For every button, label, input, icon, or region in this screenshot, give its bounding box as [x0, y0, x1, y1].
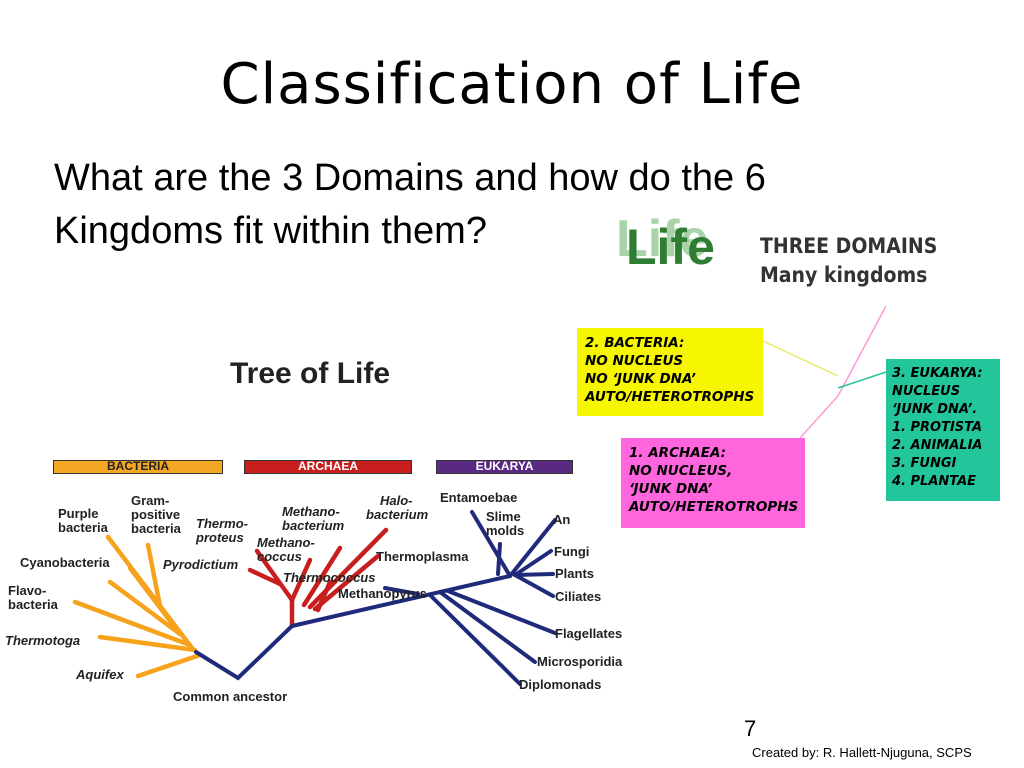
- branch-plants: [513, 572, 555, 577]
- branch-ciliates: [513, 573, 555, 598]
- branch-thermoproteus: [254, 548, 295, 603]
- bacteria-branches: [72, 534, 203, 679]
- label-fungi: Fungi: [554, 544, 590, 559]
- label-plants: Plants: [555, 566, 595, 581]
- domains-heading-line-1: THREE DOMAINS: [760, 234, 938, 258]
- branch-methanococcus: [301, 545, 343, 608]
- label-animals: An: [553, 512, 571, 527]
- label-flagellates: Flagellates: [555, 626, 623, 641]
- bacteria-line: NO NUCLEUS: [585, 353, 684, 369]
- eukarya-line: 4. PLANTAE: [892, 474, 977, 489]
- archaea-line: 1. ARCHAEA:: [629, 445, 727, 461]
- eukarya-connector-line: [837, 371, 887, 389]
- label-purple-bacteria: Purple bacteria: [58, 506, 108, 535]
- life-logo-shadow: Life: [616, 210, 709, 268]
- archaea-connector-line-lower: [799, 395, 839, 439]
- eukarya-line: ‘JUNK DNA’.: [892, 402, 978, 417]
- label-ciliates: Ciliates: [555, 589, 602, 604]
- label-cyanobacteria: Cyanobacteria: [20, 555, 110, 570]
- label-pyrodictium: Pyrodictium: [163, 557, 239, 572]
- branch-microsporidia: [438, 590, 537, 664]
- question-line-2: Kingdoms fit within them?: [54, 210, 487, 252]
- branch-flavobacteria: [72, 599, 193, 648]
- domains-heading-line-2: Many kingdoms: [760, 263, 928, 287]
- branch-methanopyrus: [383, 586, 420, 596]
- label-halobacterium: Halo- bacterium: [366, 493, 429, 522]
- label-entamoebae: Entamoebae: [440, 490, 518, 505]
- eukarya-line: 2. ANIMALIA: [892, 438, 983, 453]
- branch-pyrodictium: [247, 567, 283, 587]
- label-gram-positive-bacteria: Gram- positive bacteria: [131, 493, 181, 536]
- archaea-domain-box: 1. ARCHAEA: NO NUCLEUS, ‘JUNK DNA’ AUTO/…: [621, 438, 805, 528]
- bacteria-line: AUTO/HETEROTROPHS: [585, 389, 755, 405]
- branch-entamoebae: [470, 510, 512, 578]
- eukarya-domain-box: 3. EUKARYA: NUCLEUS ‘JUNK DNA’. 1. PROTI…: [886, 359, 1000, 501]
- label-flavobacteria: Flavo- bacteria: [8, 583, 58, 612]
- eukarya-line: 3. FUNGI: [892, 456, 957, 471]
- archaea-domain-bar: ARCHAEA: [244, 460, 412, 474]
- branch-thermoplasma: [312, 553, 381, 612]
- archaea-connector-line: [837, 305, 887, 397]
- label-aquifex: Aquifex: [76, 667, 124, 682]
- bacteria-connector-line: [762, 340, 839, 377]
- label-methanopyrus: Methanopyrus: [338, 586, 427, 601]
- branch-fungi: [513, 549, 553, 577]
- slide-title: Classification of Life: [220, 52, 804, 117]
- label-diplomonads: Diplomonads: [519, 677, 602, 692]
- label-thermoplasma: Thermoplasma: [376, 549, 469, 564]
- bacteria-line: 2. BACTERIA:: [585, 335, 685, 351]
- archaea-branches: [247, 527, 389, 629]
- branch-animals: [508, 518, 557, 578]
- credit-text: Created by: R. Hallett-Njuguna, SCPS: [752, 745, 972, 760]
- branch-aquifex: [135, 652, 203, 679]
- question-text: What are the 3 Domains and how do the 6 …: [54, 152, 934, 258]
- label-methanococcus: Methano- coccus: [257, 535, 315, 564]
- eukarya-line: 3. EUKARYA:: [892, 366, 983, 381]
- slide-number: 7: [744, 716, 757, 741]
- branch-cyanobacteria-2: [127, 565, 183, 637]
- label-slime-molds: Slime molds: [486, 509, 525, 538]
- branch-thermotoga: [97, 634, 198, 653]
- question-line-1: What are the 3 Domains and how do the 6: [54, 157, 766, 199]
- tree-of-life-title: Tree of Life: [230, 357, 391, 390]
- label-common-ancestor: Common ancestor: [173, 689, 288, 704]
- branch-gram-positive: [145, 542, 163, 609]
- archaea-line: ‘JUNK DNA’: [629, 481, 713, 497]
- label-thermotoga: Thermotoga: [5, 633, 81, 648]
- life-logo: Life: [626, 219, 715, 275]
- trunk: [194, 574, 512, 681]
- branch-cyanobacteria: [107, 579, 183, 637]
- archaea-line: AUTO/HETEROTROPHS: [629, 499, 799, 515]
- eukarya-branches: [194, 510, 557, 686]
- bacteria-domain-bar: BACTERIA: [53, 460, 223, 474]
- branch-thermococcus: [315, 579, 333, 613]
- eukarya-domain-bar: EUKARYA: [436, 460, 573, 474]
- label-thermococcus: Thermococcus: [283, 570, 376, 585]
- branch-flagellates: [446, 589, 557, 635]
- bacteria-line: NO ‘JUNK DNA’: [585, 371, 696, 387]
- label-thermoproteus: Thermo- proteus: [196, 516, 248, 545]
- archaea-line: NO NUCLEUS,: [629, 463, 733, 479]
- bacteria-domain-box: 2. BACTERIA: NO NUCLEUS NO ‘JUNK DNA’ AU…: [577, 328, 763, 416]
- branch-slime-molds: [496, 542, 502, 576]
- eukarya-line: 1. PROTISTA: [892, 420, 983, 435]
- label-methanobacterium: Methano- bacterium: [282, 504, 345, 533]
- branch-methanobacterium: [289, 557, 313, 603]
- label-microsporidia: Microsporidia: [537, 654, 623, 669]
- branch-diplomonads: [428, 593, 522, 686]
- eukarya-line: NUCLEUS: [892, 384, 961, 399]
